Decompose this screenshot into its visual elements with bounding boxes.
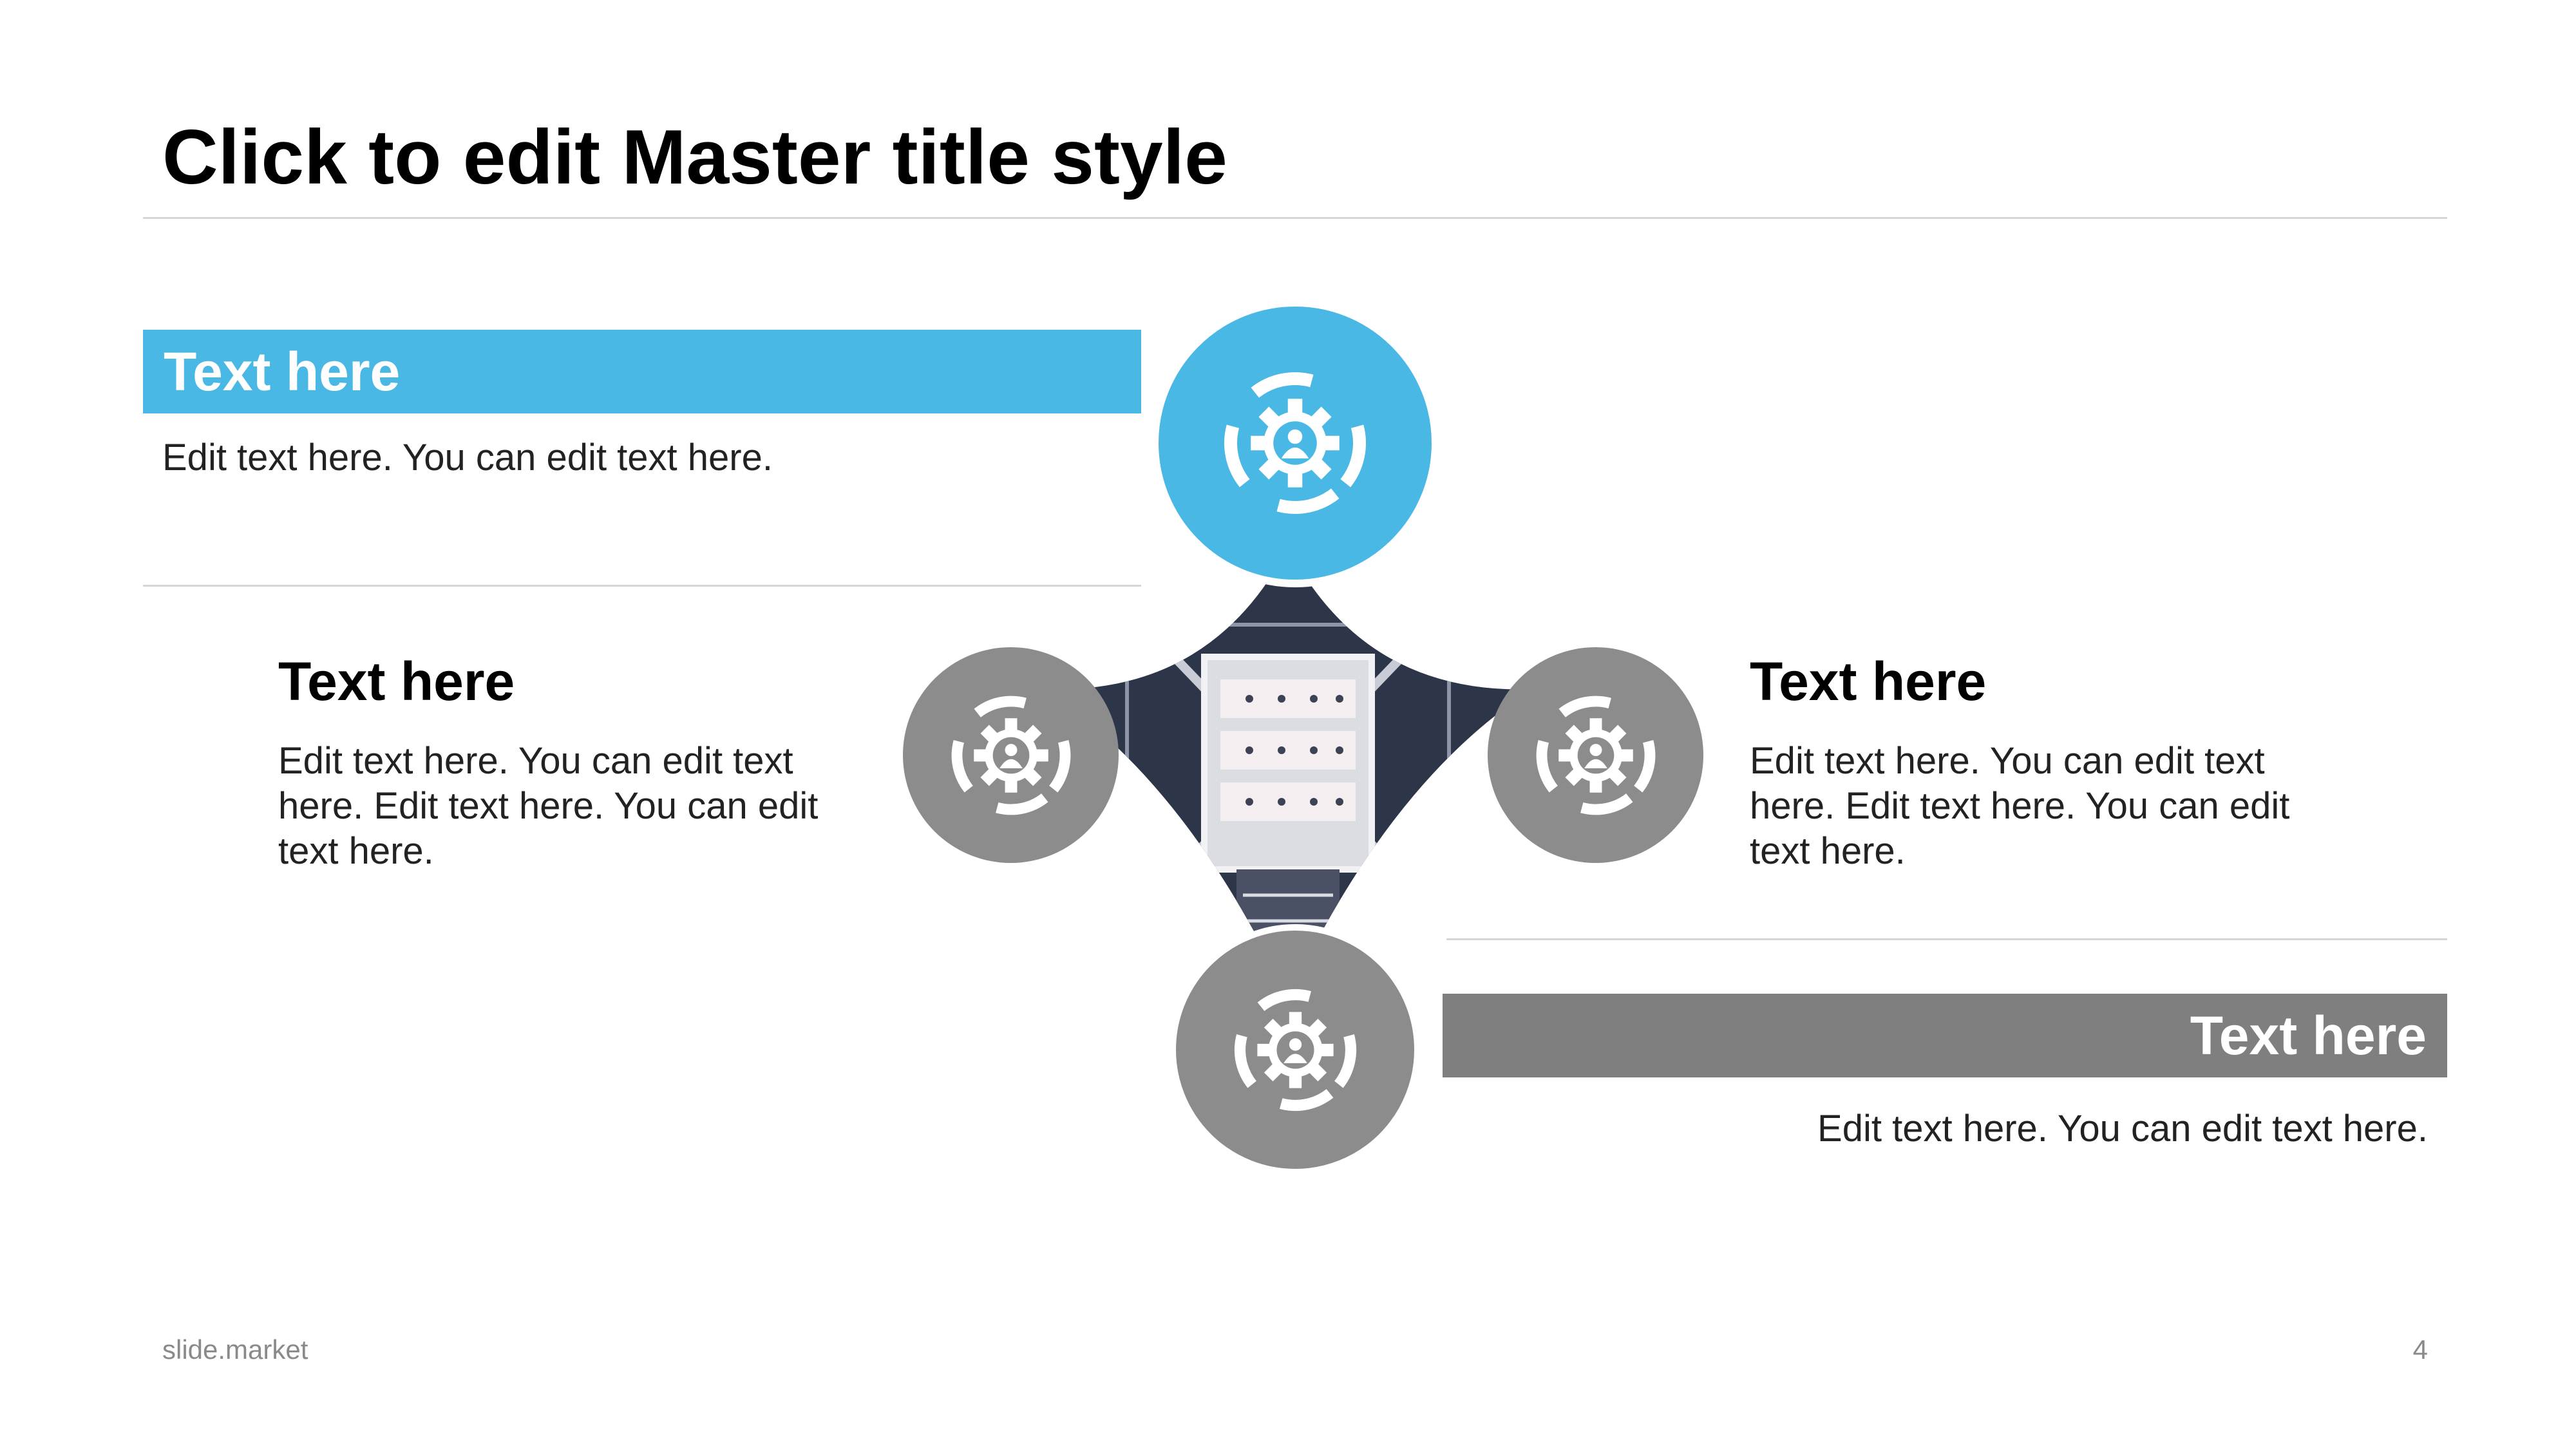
mid-left-body[interactable]: Edit text here. You can edit text here. … [278,740,819,872]
left-circle[interactable] [903,647,1119,863]
gear-user-icon [1226,981,1365,1119]
title-divider [143,217,2447,219]
gear-user-icon [1215,363,1376,524]
top-left-heading-band[interactable]: Text here [143,330,1141,413]
bottom-circle[interactable] [1170,924,1421,1175]
bottom-right-divider [1446,938,2447,940]
slide-title[interactable]: Click to edit Master title style [162,114,1227,200]
bottom-right-body[interactable]: Edit text here. You can edit text here. [1817,1108,2428,1150]
top-left-body[interactable]: Edit text here. You can edit text here. [162,437,773,478]
top-center-circle[interactable] [1151,299,1439,587]
mid-right-body[interactable]: Edit text here. You can edit text here. … [1750,740,2290,872]
bottom-right-heading-band[interactable]: Text here [1443,994,2447,1077]
top-left-divider [143,585,1141,587]
mid-left-heading[interactable]: Text here [278,651,515,712]
gear-user-icon [943,688,1079,823]
page-number: 4 [2412,1334,2428,1365]
mid-right-heading[interactable]: Text here [1750,651,1987,712]
right-circle[interactable] [1488,647,1703,863]
footer-brand: slide.market [162,1334,308,1365]
gear-user-icon [1528,688,1663,823]
